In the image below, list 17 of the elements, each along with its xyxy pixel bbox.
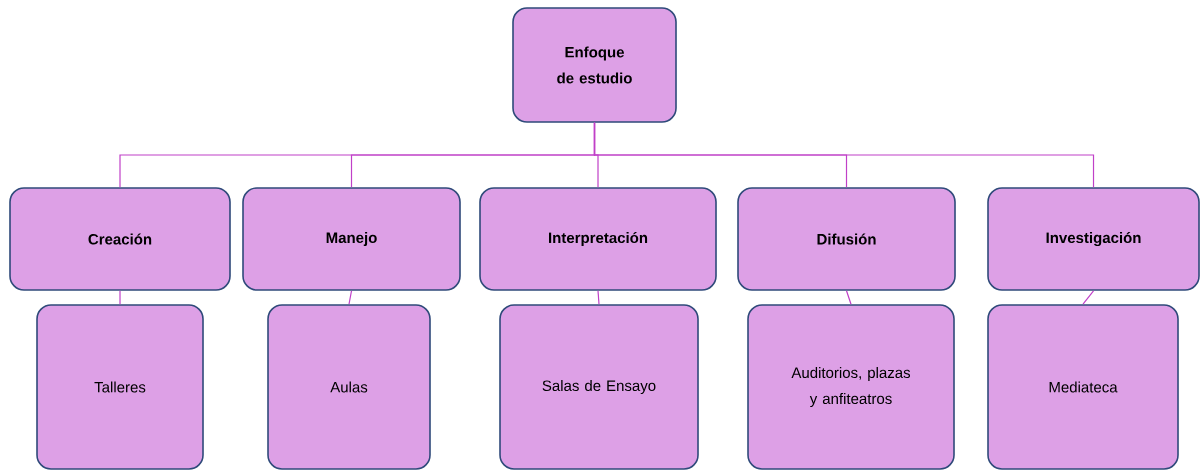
connector-line xyxy=(119,290,121,305)
venue-box: Talleres xyxy=(36,304,204,470)
connector-line xyxy=(845,290,852,305)
connector-line xyxy=(1082,290,1095,305)
venue-box: Aulas xyxy=(267,304,431,470)
venue-box: Mediateca xyxy=(987,304,1179,470)
category-box: Creación xyxy=(9,187,231,291)
venue-box: Salas de Ensayo xyxy=(499,304,699,470)
category-box: Difusión xyxy=(737,187,956,291)
category-box: Manejo xyxy=(242,187,461,291)
connector-line xyxy=(348,290,353,305)
category-box: Investigación xyxy=(987,187,1200,291)
category-box: Interpretación xyxy=(479,187,717,291)
category-box: Enfoque de estudio xyxy=(512,7,677,123)
venue-box: Auditorios, plazas y anfiteatros xyxy=(747,304,955,470)
tree-connector xyxy=(593,122,1095,188)
connector-line xyxy=(597,290,600,305)
